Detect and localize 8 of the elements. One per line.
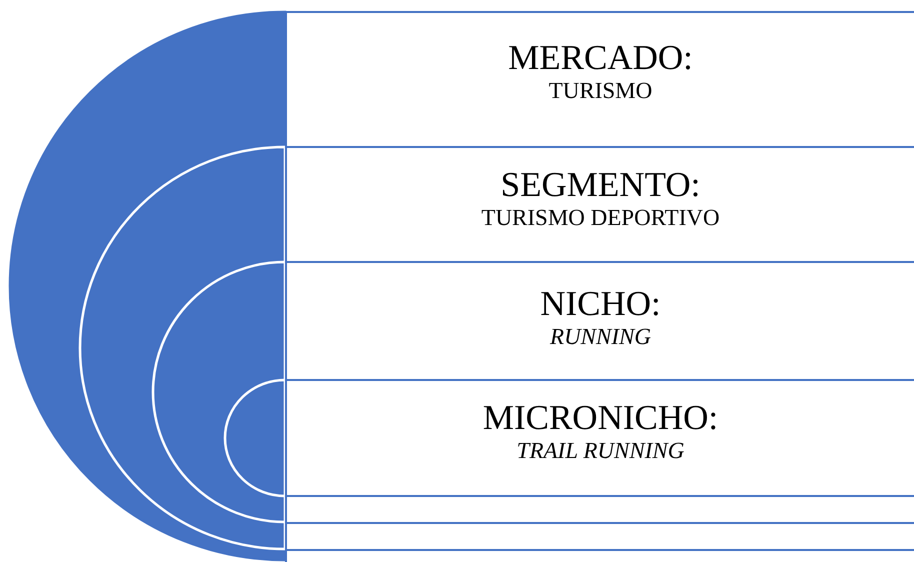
level-heading: NICHO: bbox=[540, 285, 661, 323]
level-value: TURISMO DEPORTIVO bbox=[481, 204, 720, 232]
level-value: RUNNING bbox=[550, 323, 651, 351]
level-value: TRAIL RUNNING bbox=[516, 437, 684, 465]
level-value: TURISMO bbox=[548, 77, 652, 105]
level-heading: MERCADO: bbox=[508, 39, 693, 77]
level-heading: SEGMENTO: bbox=[500, 166, 700, 204]
level-heading: MICRONICHO: bbox=[482, 399, 718, 437]
